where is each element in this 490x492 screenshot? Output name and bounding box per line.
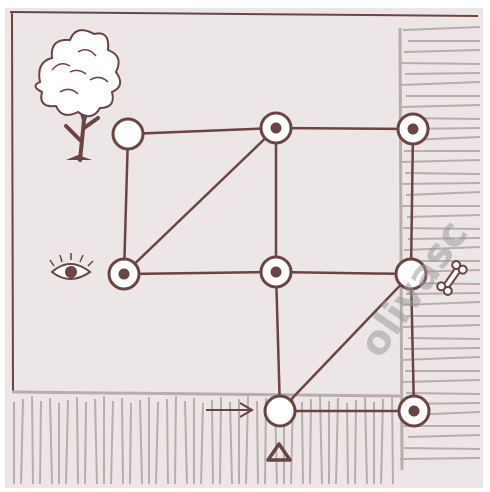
hatch-line [302, 402, 303, 484]
hatch-line [406, 393, 480, 394]
hatch-line [85, 402, 86, 484]
node-ring [113, 119, 143, 149]
hatch-line [175, 396, 176, 484]
node-dot [409, 406, 420, 417]
hatch-line [355, 400, 356, 484]
hatch-line [212, 400, 213, 484]
hatch-line [405, 73, 480, 74]
node-center[interactable] [261, 257, 291, 287]
hatch-line [400, 63, 480, 64]
node-top-right[interactable] [398, 114, 428, 144]
node-ring [265, 396, 295, 426]
hatch-line [130, 403, 131, 484]
hatch-line [404, 448, 480, 449]
node-dot [271, 123, 282, 134]
hatch-line [408, 338, 480, 339]
hatch-line [404, 348, 480, 349]
edge-top-mid-to-top-right [276, 128, 413, 129]
hatch-line [405, 173, 480, 174]
node-bottom-right[interactable] [399, 396, 429, 426]
node-top-left[interactable] [113, 119, 143, 149]
node-bottom-mid[interactable] [265, 396, 295, 426]
hatch-line [167, 399, 168, 484]
hatch-line [347, 403, 348, 484]
hatch-line [400, 458, 480, 459]
node-dot [408, 124, 419, 135]
node-dot [119, 269, 130, 280]
hatch-line [392, 396, 393, 484]
hatch-line [257, 401, 258, 484]
hatch-line [77, 397, 78, 484]
hatch-line [32, 396, 33, 484]
node-top-mid[interactable] [261, 113, 291, 143]
node-dot [271, 267, 282, 278]
node-mid-left[interactable] [109, 259, 139, 289]
hatch-line [122, 398, 123, 484]
hatch-line [40, 401, 41, 484]
